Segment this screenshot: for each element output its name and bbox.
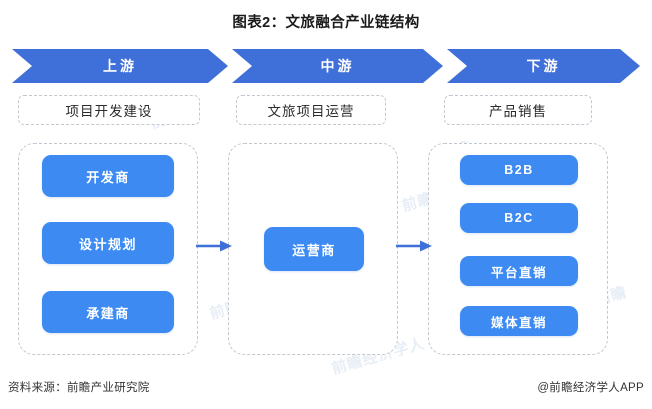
stage-label-product-sales: 产品销售: [444, 95, 592, 125]
node-label: B2B: [504, 163, 534, 177]
node-media-direct-sales: 媒体直销: [460, 306, 578, 336]
node-label: 媒体直销: [490, 315, 547, 330]
banner-segment-midstream: 中游: [232, 49, 443, 83]
node-b2c: B2C: [460, 203, 578, 233]
stage-banner: 上游 中游 下游: [12, 49, 640, 83]
source-note: 资料来源：前瞻产业研究院: [8, 382, 150, 394]
node-developer: 开发商: [42, 155, 174, 197]
stage-label-text: 产品销售: [489, 104, 547, 119]
banner-segment-upstream: 上游: [12, 49, 228, 83]
node-b2b: B2B: [460, 155, 578, 185]
node-label: 设计规划: [78, 236, 137, 252]
stage-label-text: 文旅项目运营: [267, 104, 355, 119]
figure-title: 图表2：文旅融合产业链结构: [232, 15, 420, 31]
banner-segment-label: 下游: [526, 58, 561, 74]
node-contractor: 承建商: [42, 291, 174, 333]
credit-note: @前瞻经济学人APP: [537, 382, 644, 394]
node-label: 平台直销: [490, 265, 547, 280]
banner-segment-downstream: 下游: [447, 49, 640, 83]
node-label: 开发商: [86, 169, 130, 185]
banner-segment-label: 上游: [103, 58, 137, 74]
node-label: 运营商: [292, 242, 336, 258]
node-label: 承建商: [86, 305, 130, 321]
banner-segment-label: 中游: [320, 58, 355, 74]
node-platform-direct-sales: 平台直销: [460, 256, 578, 286]
stage-label-text: 项目开发建设: [65, 104, 153, 119]
arrow-right-icon: [196, 240, 232, 252]
arrow-right-icon: [396, 240, 432, 252]
node-operator: 运营商: [264, 227, 364, 271]
stage-label-project-development: 项目开发建设: [18, 95, 200, 125]
node-design-planning: 设计规划: [42, 222, 174, 264]
node-label: B2C: [504, 211, 534, 225]
stage-label-project-operation: 文旅项目运营: [236, 95, 386, 125]
